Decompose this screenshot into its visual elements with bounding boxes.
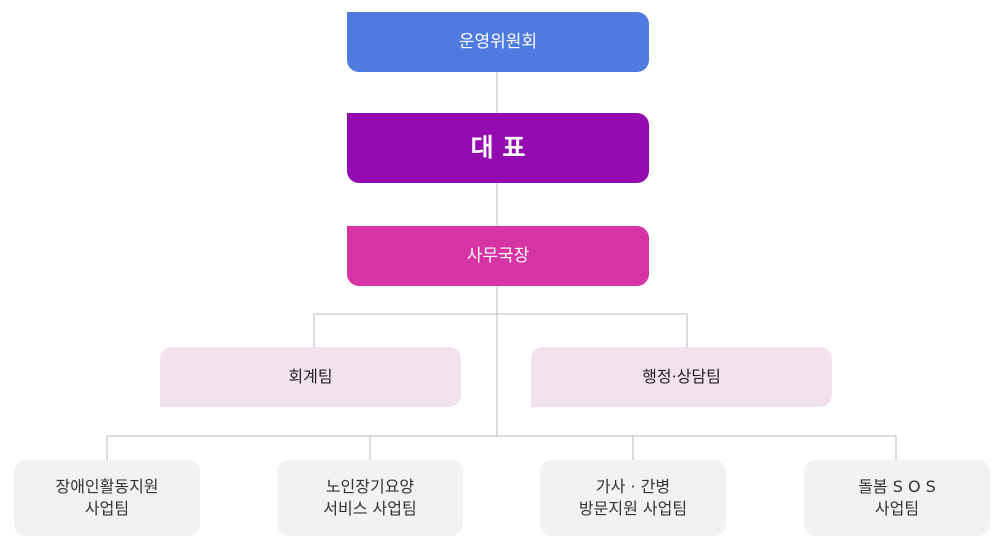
node-committee: 운영위원회	[347, 12, 649, 72]
node-business-elderly-care: 노인장기요양 서비스 사업팀	[277, 460, 463, 536]
node-team-accounting: 회계팀	[160, 347, 461, 407]
node-business-elderly-care-label: 노인장기요양 서비스 사업팀	[323, 477, 417, 518]
node-business-home-visit: 가사 · 간병 방문지원 사업팀	[540, 460, 726, 536]
node-ceo: 대 표	[347, 113, 649, 183]
node-committee-label: 운영위원회	[458, 31, 538, 52]
node-business-home-visit-label: 가사 · 간병 방문지원 사업팀	[578, 477, 688, 518]
node-team-accounting-label: 회계팀	[288, 367, 333, 387]
node-team-admin-counsel-label: 행정·상담팀	[642, 367, 721, 387]
node-business-disability-support: 장애인활동지원 사업팀	[14, 460, 200, 536]
node-secretary-general: 사무국장	[347, 226, 649, 286]
node-secretary-general-label: 사무국장	[466, 245, 530, 266]
node-ceo-label: 대 표	[470, 133, 526, 163]
node-business-care-sos: 돌봄 S O S 사업팀	[804, 460, 990, 536]
node-business-disability-support-label: 장애인활동지원 사업팀	[55, 477, 159, 518]
node-business-care-sos-label: 돌봄 S O S 사업팀	[858, 477, 936, 518]
node-team-admin-counsel: 행정·상담팀	[531, 347, 832, 407]
